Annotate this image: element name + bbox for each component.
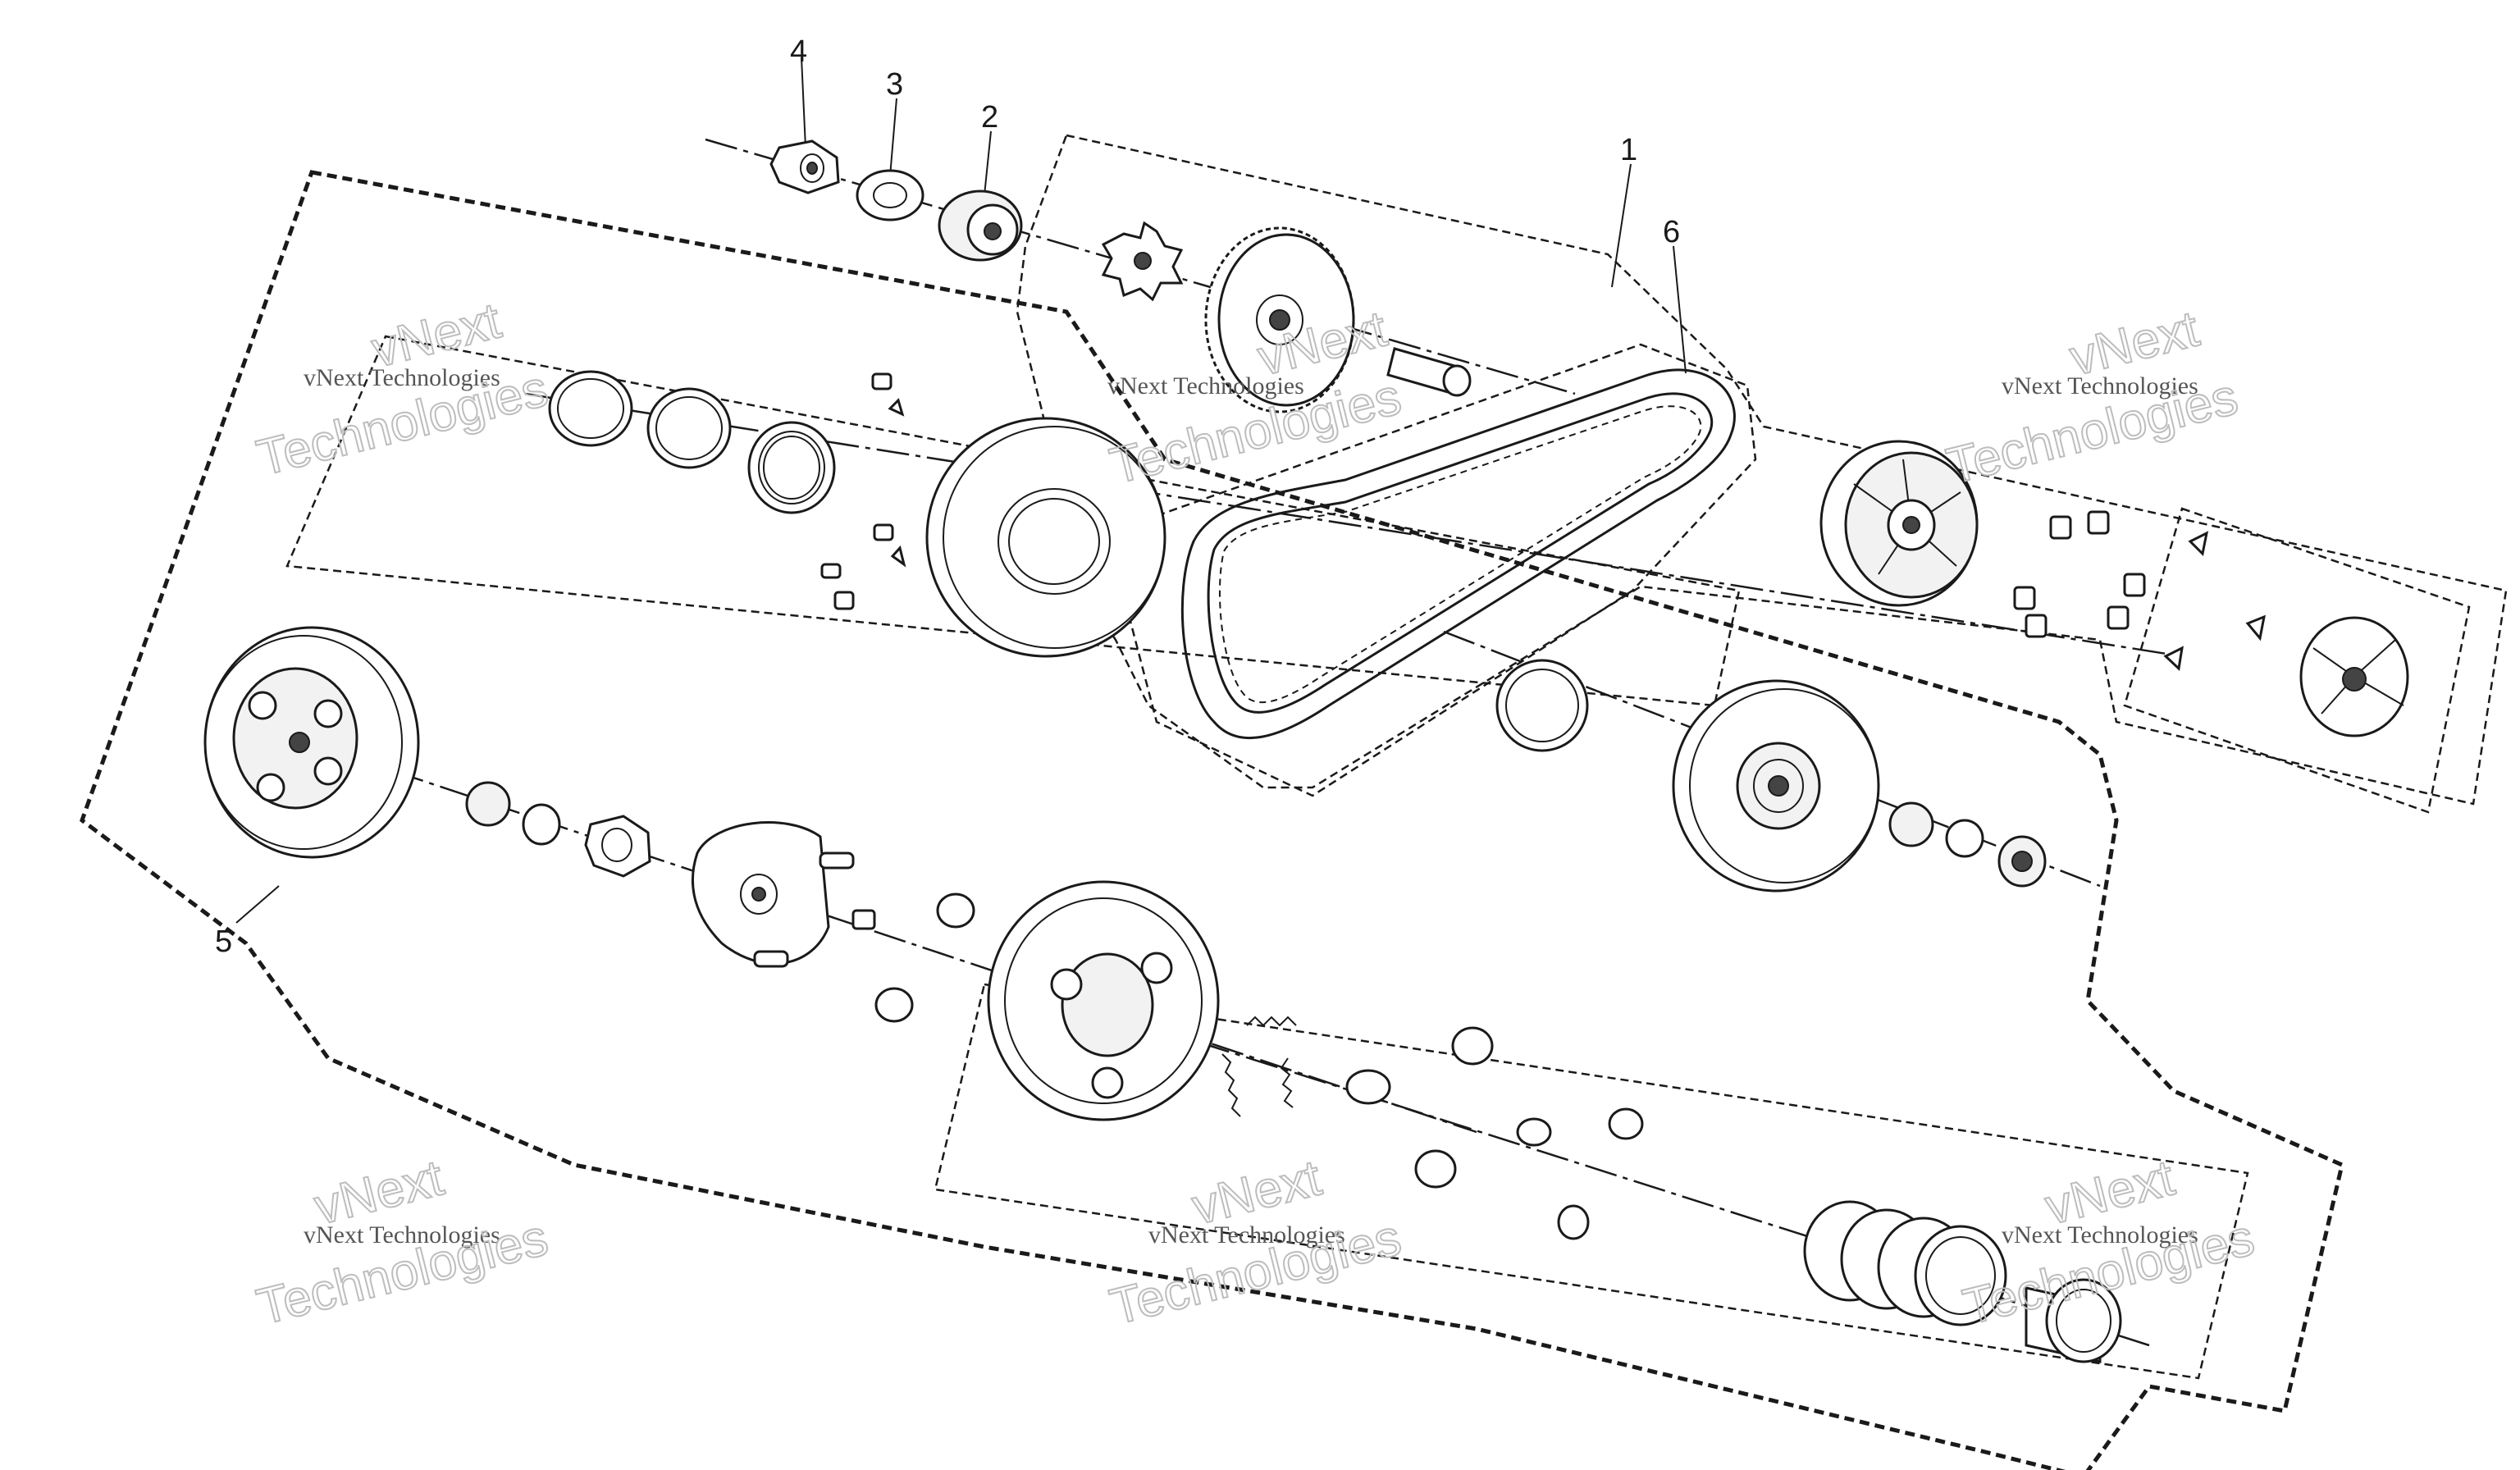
driven-bearings: [1888, 801, 2047, 888]
driven-pulley: [1672, 679, 1880, 892]
group-belt-boundary: [1106, 343, 1757, 797]
group-drive-pulley-box: [285, 335, 1741, 707]
leader-6: [1673, 245, 1687, 374]
ring-left-2: [646, 387, 732, 469]
ramp-plate: [2299, 616, 2409, 737]
clutch-housing: [203, 626, 420, 859]
seal-ring: [1495, 659, 1589, 752]
outer-sleeve: [2025, 1278, 2122, 1363]
leader-4: [801, 57, 806, 148]
star-sprocket: [1101, 221, 1184, 302]
svg-text:vNext Technologies: vNext Technologies: [2002, 1221, 2198, 1249]
group-weights-box: [2123, 507, 2471, 814]
svg-text:vNext Technologies: vNext Technologies: [1148, 1221, 1345, 1249]
watermark-bottom-left: vNext vNext Technologies Technologies: [251, 1148, 555, 1336]
leader-2: [984, 130, 992, 196]
clutch-springs: [1221, 1016, 1297, 1117]
ring-left-1: [548, 370, 633, 447]
callout-1: 1: [1620, 133, 1637, 167]
washer-part-3: [856, 169, 924, 221]
slider-pieces: [2163, 531, 2266, 672]
group-1-boundary: [1016, 134, 2508, 806]
callout-2: 2: [981, 100, 998, 135]
clutch-washers: [465, 781, 561, 846]
svg-text:vNext Technologies: vNext Technologies: [304, 1221, 500, 1249]
svg-text:vNext Technologies: vNext Technologies: [304, 364, 500, 391]
group-clutch-box: [934, 983, 2249, 1380]
leader-5: [235, 885, 280, 924]
spring-stack: [1803, 1200, 2007, 1326]
toothed-sprocket: [1204, 226, 1355, 413]
leader-3: [889, 98, 897, 177]
svg-text:vNext Technologies: vNext Technologies: [2002, 372, 2198, 399]
variator-pulley: [1819, 440, 1979, 607]
top-shaft-axis: [705, 138, 1576, 395]
callout-5: 5: [215, 924, 232, 959]
clutch-small-parts: [874, 892, 975, 1023]
clutch-nut: [584, 815, 651, 878]
callout-3: 3: [886, 67, 903, 102]
group-5-boundary: [80, 170, 2344, 1470]
clutch-clips: [1345, 1026, 1644, 1240]
drive-belt-part-6: [1180, 368, 1736, 740]
bearing-ring: [747, 421, 836, 514]
watermark-top-left: vNext vNext Technologies Technologies: [251, 291, 555, 487]
small-pins: [820, 372, 906, 610]
drive-face-pulley: [925, 417, 1166, 658]
svg-text:vNext Technologies: vNext Technologies: [1107, 372, 1304, 399]
nut-part-4: [769, 139, 840, 194]
roller-weights: [2013, 510, 2146, 638]
clutch-plate: [691, 821, 876, 968]
clutch-drum-shoes: [987, 880, 1220, 1121]
gear-part-2: [938, 189, 1023, 262]
callout-6: 6: [1663, 215, 1680, 249]
watermark-top-right: vNext vNext Technologies Technologies: [1941, 299, 2244, 495]
callout-4: 4: [790, 34, 807, 69]
collar-sleeve: [1386, 347, 1472, 397]
leader-1: [1611, 163, 1632, 288]
